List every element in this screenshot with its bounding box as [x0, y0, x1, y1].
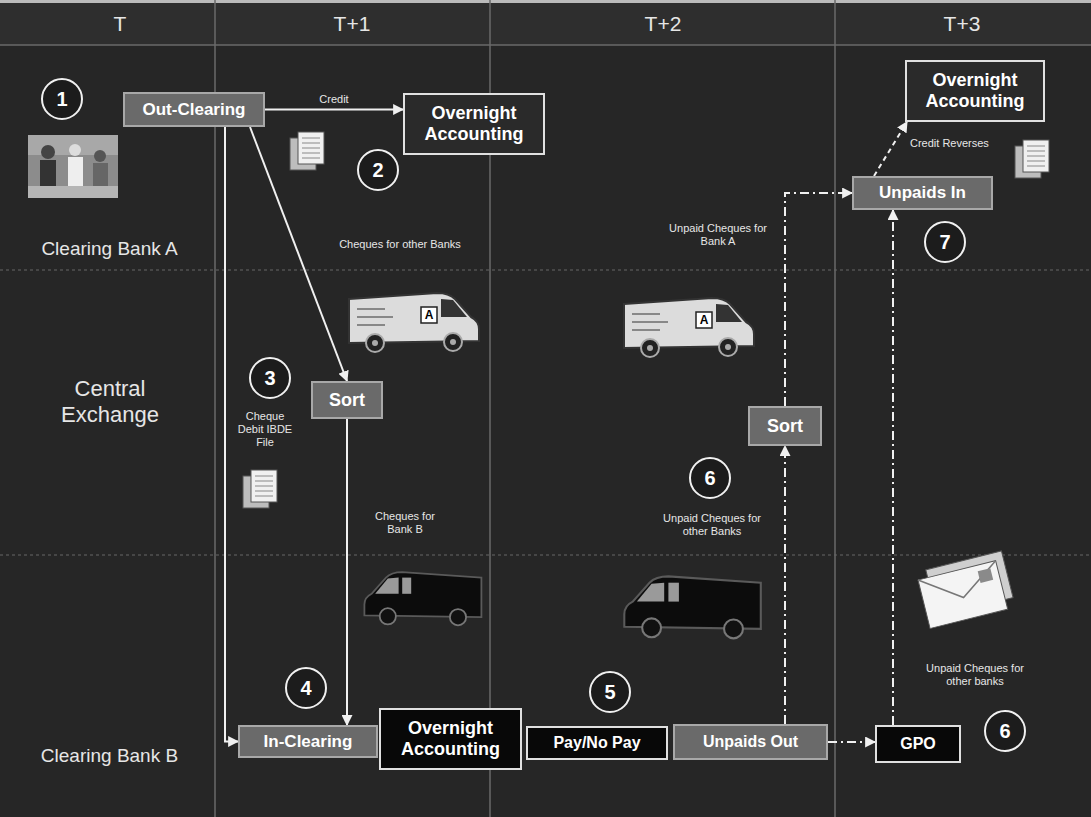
process-box: Sort: [748, 406, 822, 446]
document-icon: [290, 132, 324, 170]
flow-label: Cheques for other Banks: [300, 238, 500, 251]
node-text: In-Clearing: [244, 732, 372, 752]
van: [624, 576, 761, 638]
flow-arrow: [784, 446, 786, 724]
callout-circle: 7: [923, 220, 967, 264]
document-icon: [1015, 140, 1049, 178]
process-box: Out-Clearing: [123, 92, 265, 127]
flow-arrow: [892, 210, 894, 725]
flow-arrow: [250, 127, 347, 381]
node-text: 4: [284, 677, 328, 700]
node-text: 5: [588, 681, 632, 704]
node-text: Overnight Accounting: [911, 70, 1039, 111]
node-text: 6: [688, 467, 732, 490]
process-box: GPO: [875, 725, 961, 763]
row-label: Clearing Bank B: [12, 745, 207, 768]
flow-label: Unpaid Cheques for other Banks: [662, 512, 762, 538]
node-text: 3: [248, 367, 292, 390]
callout-circle: 6: [983, 709, 1027, 753]
node-text: Unpaids Out: [679, 733, 822, 751]
column-header: T+1: [302, 11, 402, 36]
callout-circle: 3: [248, 356, 292, 400]
node-text: 7: [923, 231, 967, 254]
node-text: Unpaids In: [858, 183, 987, 203]
callout-circle: 2: [356, 148, 400, 192]
flow-label: Cheques for Bank B: [365, 510, 445, 536]
process-box: Unpaids In: [852, 176, 993, 210]
flow-arrow: [225, 127, 238, 742]
node-text: 1: [40, 88, 84, 111]
process-box: Unpaids Out: [673, 724, 828, 760]
node-text: GPO: [881, 735, 955, 753]
van-letter: A: [696, 312, 712, 328]
process-box: In-Clearing: [238, 725, 378, 758]
flow-arrow: [785, 193, 852, 406]
document-icon: [243, 470, 277, 508]
accounting-box: Overnight Accounting: [403, 93, 545, 155]
node-text: 2: [356, 159, 400, 182]
accounting-box: Overnight Accounting: [379, 708, 522, 770]
column-header: T+2: [613, 11, 713, 36]
node-text: Sort: [754, 416, 816, 437]
flow-label: Unpaid Cheques for other banks: [920, 662, 1030, 688]
flow-arrow: [874, 122, 907, 176]
flow-label: Unpaid Cheques for Bank A: [668, 222, 768, 248]
callout-circle: 1: [40, 77, 84, 121]
flow-arrow: [346, 419, 348, 725]
flow-label: Cheque Debit IBDE File: [232, 410, 298, 450]
column-header: T: [70, 11, 170, 36]
node-text: Pay/No Pay: [532, 734, 662, 752]
van: [349, 293, 479, 352]
row-label: Central Exchange: [40, 376, 180, 429]
decision-box: Pay/No Pay: [526, 726, 668, 760]
accounting-box: Overnight Accounting: [905, 60, 1045, 122]
callout-circle: 5: [588, 670, 632, 714]
van: [364, 572, 481, 625]
flow-arrow: [265, 109, 403, 111]
arrow-label: Credit: [284, 93, 384, 106]
process-box: Sort: [311, 381, 383, 419]
node-text: Overnight Accounting: [409, 103, 539, 144]
van: [624, 298, 754, 357]
arrow-label: Credit Reverses: [910, 137, 1005, 150]
node-text: Overnight Accounting: [385, 718, 516, 759]
column-header: T+3: [912, 11, 1012, 36]
callout-circle: 6: [688, 456, 732, 500]
row-label: Clearing Bank A: [12, 238, 207, 261]
van-letter: A: [421, 307, 437, 323]
flow-arrow: [828, 741, 875, 743]
node-text: Out-Clearing: [129, 100, 259, 120]
callout-circle: 4: [284, 666, 328, 710]
node-text: Sort: [317, 390, 377, 411]
envelope: [916, 551, 1015, 629]
photo: [28, 135, 118, 198]
node-text: 6: [983, 720, 1027, 743]
